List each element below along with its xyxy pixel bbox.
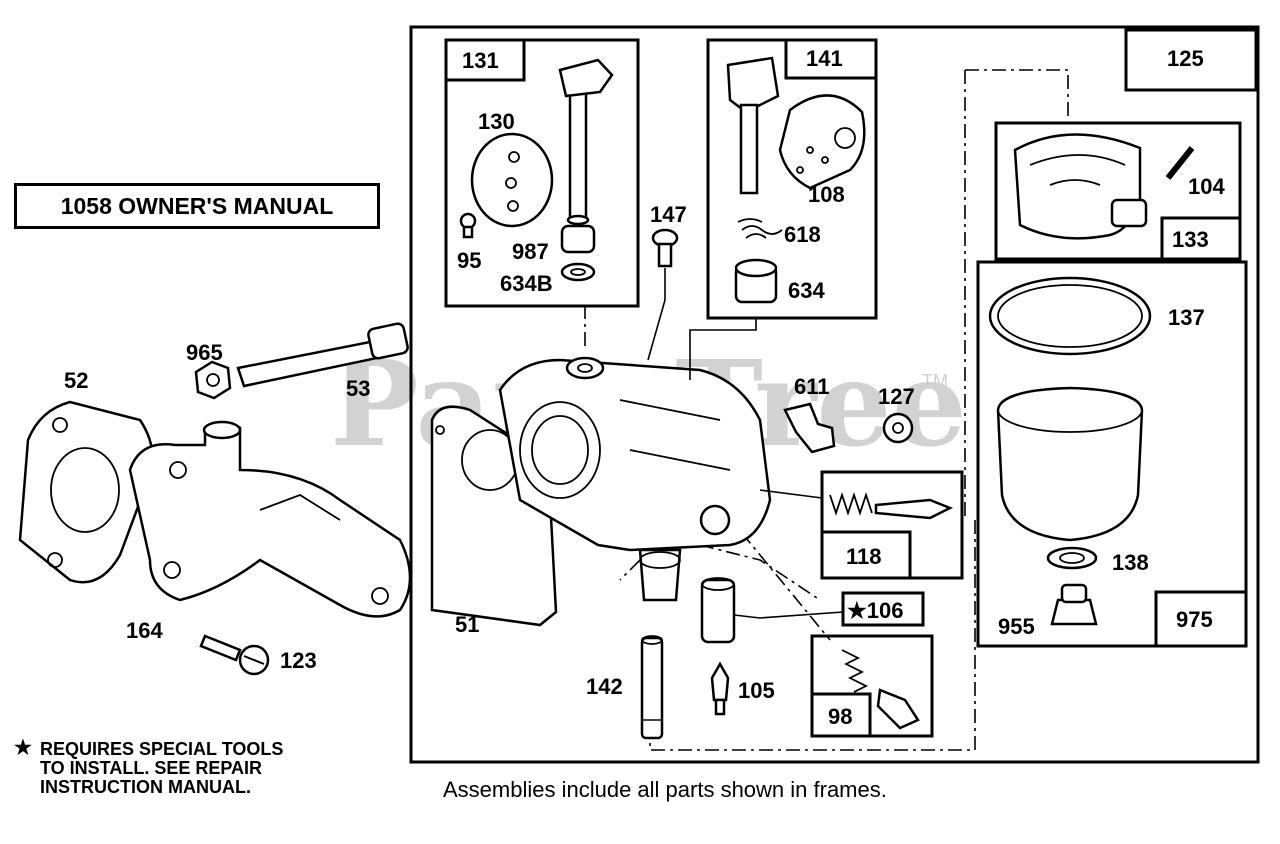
idle-screw-drawing <box>874 498 954 520</box>
float-bowl-drawing <box>996 386 1144 542</box>
part-label-634B: 634B <box>500 271 553 296</box>
part-label-611: 611 <box>794 374 830 399</box>
part-label-164: 164 <box>126 618 163 643</box>
washer-127-drawing: 127 <box>878 384 915 444</box>
part-label-147: 147 <box>650 202 687 227</box>
special-note-line-3: INSTRUCTION MANUAL. <box>40 777 251 797</box>
carburetor-housing-drawing <box>498 358 772 552</box>
part-label-965: 965 <box>186 340 223 365</box>
bowl-washer-drawing <box>1046 546 1098 570</box>
seat-106-drawing <box>700 577 844 644</box>
part-label-618: 618 <box>784 222 821 247</box>
part-label-105: 105 <box>738 678 775 703</box>
main-assembly-frame <box>409 25 1260 764</box>
frame-118: 118 <box>820 470 964 580</box>
throttle-shaft-drawing <box>568 88 588 220</box>
special-note-line-1: REQUIRES SPECIAL TOOLS <box>40 739 284 759</box>
assemblies-caption: Assemblies include all parts shown in fr… <box>443 777 887 802</box>
part-label-53: 53 <box>346 376 370 401</box>
fitting-611-drawing: 611 <box>783 374 836 454</box>
part-label-95: 95 <box>457 248 481 273</box>
frame-131: 131 130 95 987 634B <box>444 38 640 308</box>
part-label-634: 634 <box>788 278 825 303</box>
special-tools-note: ★ REQUIRES SPECIAL TOOLS TO INSTALL. SEE… <box>14 738 284 797</box>
frame-label-133: 133 <box>1172 227 1209 252</box>
part-label-955: 955 <box>998 614 1035 639</box>
frame-label-141: 141 <box>806 46 843 71</box>
frame-label-118: 118 <box>846 544 882 569</box>
choke-spring-drawing <box>737 218 783 239</box>
part-label-123: 123 <box>280 648 317 673</box>
needle-105-drawing: 105 <box>710 661 775 716</box>
part-label-130: 130 <box>478 109 515 134</box>
frame-label-98: 98 <box>828 704 852 729</box>
idle-spring-drawing <box>829 492 873 516</box>
frame-98: 98 <box>810 634 934 738</box>
watermark-trademark: TM <box>922 371 948 391</box>
frame-141: 141 108 618 634 <box>706 38 878 320</box>
part-label-138: 138 <box>1112 550 1149 575</box>
screw-123-drawing: 123 <box>199 634 317 676</box>
choke-lever-drawing <box>726 56 780 114</box>
frame-106: ★106 <box>841 591 925 627</box>
part-label-104: 104 <box>1188 174 1225 199</box>
part-label-51: 51 <box>455 612 479 637</box>
part-label-127: 127 <box>878 384 915 409</box>
part-label-142: 142 <box>586 674 623 699</box>
star-icon: ★ <box>14 737 32 759</box>
fitting-53-drawing: 53 <box>236 322 409 401</box>
frame-label-125: 125 <box>1167 46 1204 71</box>
part-label-108: 108 <box>808 182 845 207</box>
frame-label-975: 975 <box>1176 607 1213 632</box>
part-label-52: 52 <box>64 368 88 393</box>
intake-gasket-52-drawing: 52 <box>18 368 154 584</box>
frame-125: 125 <box>1124 28 1258 92</box>
throttle-plate-drawing <box>470 132 554 228</box>
leader-lines <box>647 268 823 499</box>
screw-147-drawing: 147 <box>650 202 687 268</box>
frame-133: 133 104 <box>994 121 1242 261</box>
choke-plate-drawing <box>778 94 866 190</box>
nut-965-drawing: 965 <box>186 340 232 400</box>
tube-142-drawing: 142 <box>586 635 664 740</box>
mixture-screw-drawing <box>876 688 920 730</box>
part-label-137: 137 <box>1168 305 1205 330</box>
bowl-gasket-drawing <box>988 276 1152 356</box>
carburetor-body-drawing <box>430 356 772 627</box>
part-label-987: 987 <box>512 239 549 264</box>
bowl-nut-drawing <box>1050 598 1098 626</box>
mixture-spring-drawing <box>841 649 869 693</box>
frame-label-106: ★106 <box>847 598 903 623</box>
special-note-line-2: TO INSTALL. SEE REPAIR <box>40 758 263 778</box>
owners-manual-box: 1058 OWNER'S MANUAL <box>14 183 380 229</box>
intake-manifold-164-drawing: 164 <box>126 420 412 643</box>
frame-975: 975 137 138 955 <box>976 260 1248 648</box>
frame-label-131: 131 <box>462 48 499 73</box>
